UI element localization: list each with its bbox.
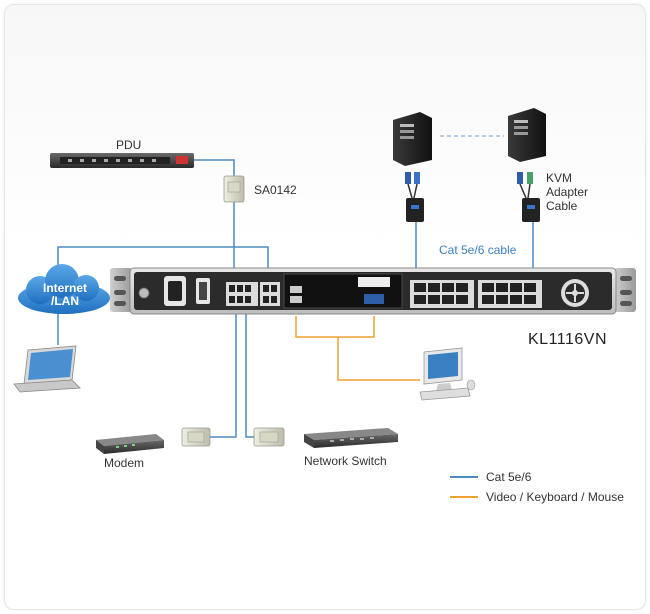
desktop-computer-icon	[419, 347, 476, 401]
model-label: KL1116VN	[528, 331, 608, 348]
modem-adapter	[181, 427, 211, 447]
pdu-label: PDU	[116, 138, 142, 152]
modem-device	[96, 434, 164, 454]
pdu-device	[50, 153, 194, 168]
kvm-adapter-cable-1	[405, 172, 424, 222]
internet-lan-label: Internet /LAN	[30, 282, 100, 308]
network-switch-label: Network Switch	[304, 454, 387, 468]
kvm-adapter-label-line1: KVM	[546, 171, 573, 185]
legend-item-vkm: Video / Keyboard / Mouse	[486, 490, 624, 504]
laptop-icon	[13, 345, 81, 393]
server-tower-2	[508, 108, 546, 162]
internet-label: Internet	[42, 281, 87, 295]
switch-cable	[245, 300, 254, 438]
network-switch-device	[304, 428, 398, 448]
internet-cloud-icon	[18, 264, 110, 314]
modem-label: Modem	[104, 456, 145, 470]
lan-label: /LAN	[51, 294, 79, 308]
modem-cable	[210, 300, 237, 438]
kvm-adapter-cable-label: KVM Adapter Cable	[546, 171, 588, 213]
kvm-adapter-label-line2: Adapter	[546, 185, 589, 199]
server-tower-1	[393, 112, 432, 166]
legend-item-cat: Cat 5e/6	[486, 470, 532, 484]
switch-adapter	[253, 427, 285, 447]
kvm-adapter-label-line3: Cable	[546, 199, 578, 213]
kl1116vn-unit	[110, 267, 636, 315]
cat-cable-label: Cat 5e/6 cable	[439, 243, 517, 257]
pdu-cable	[192, 159, 235, 178]
vkm-cables	[295, 316, 420, 381]
sa0142-adapter	[223, 175, 245, 203]
kvm-adapter-cable-2	[517, 172, 540, 222]
sa0142-label: SA0142	[254, 183, 297, 197]
